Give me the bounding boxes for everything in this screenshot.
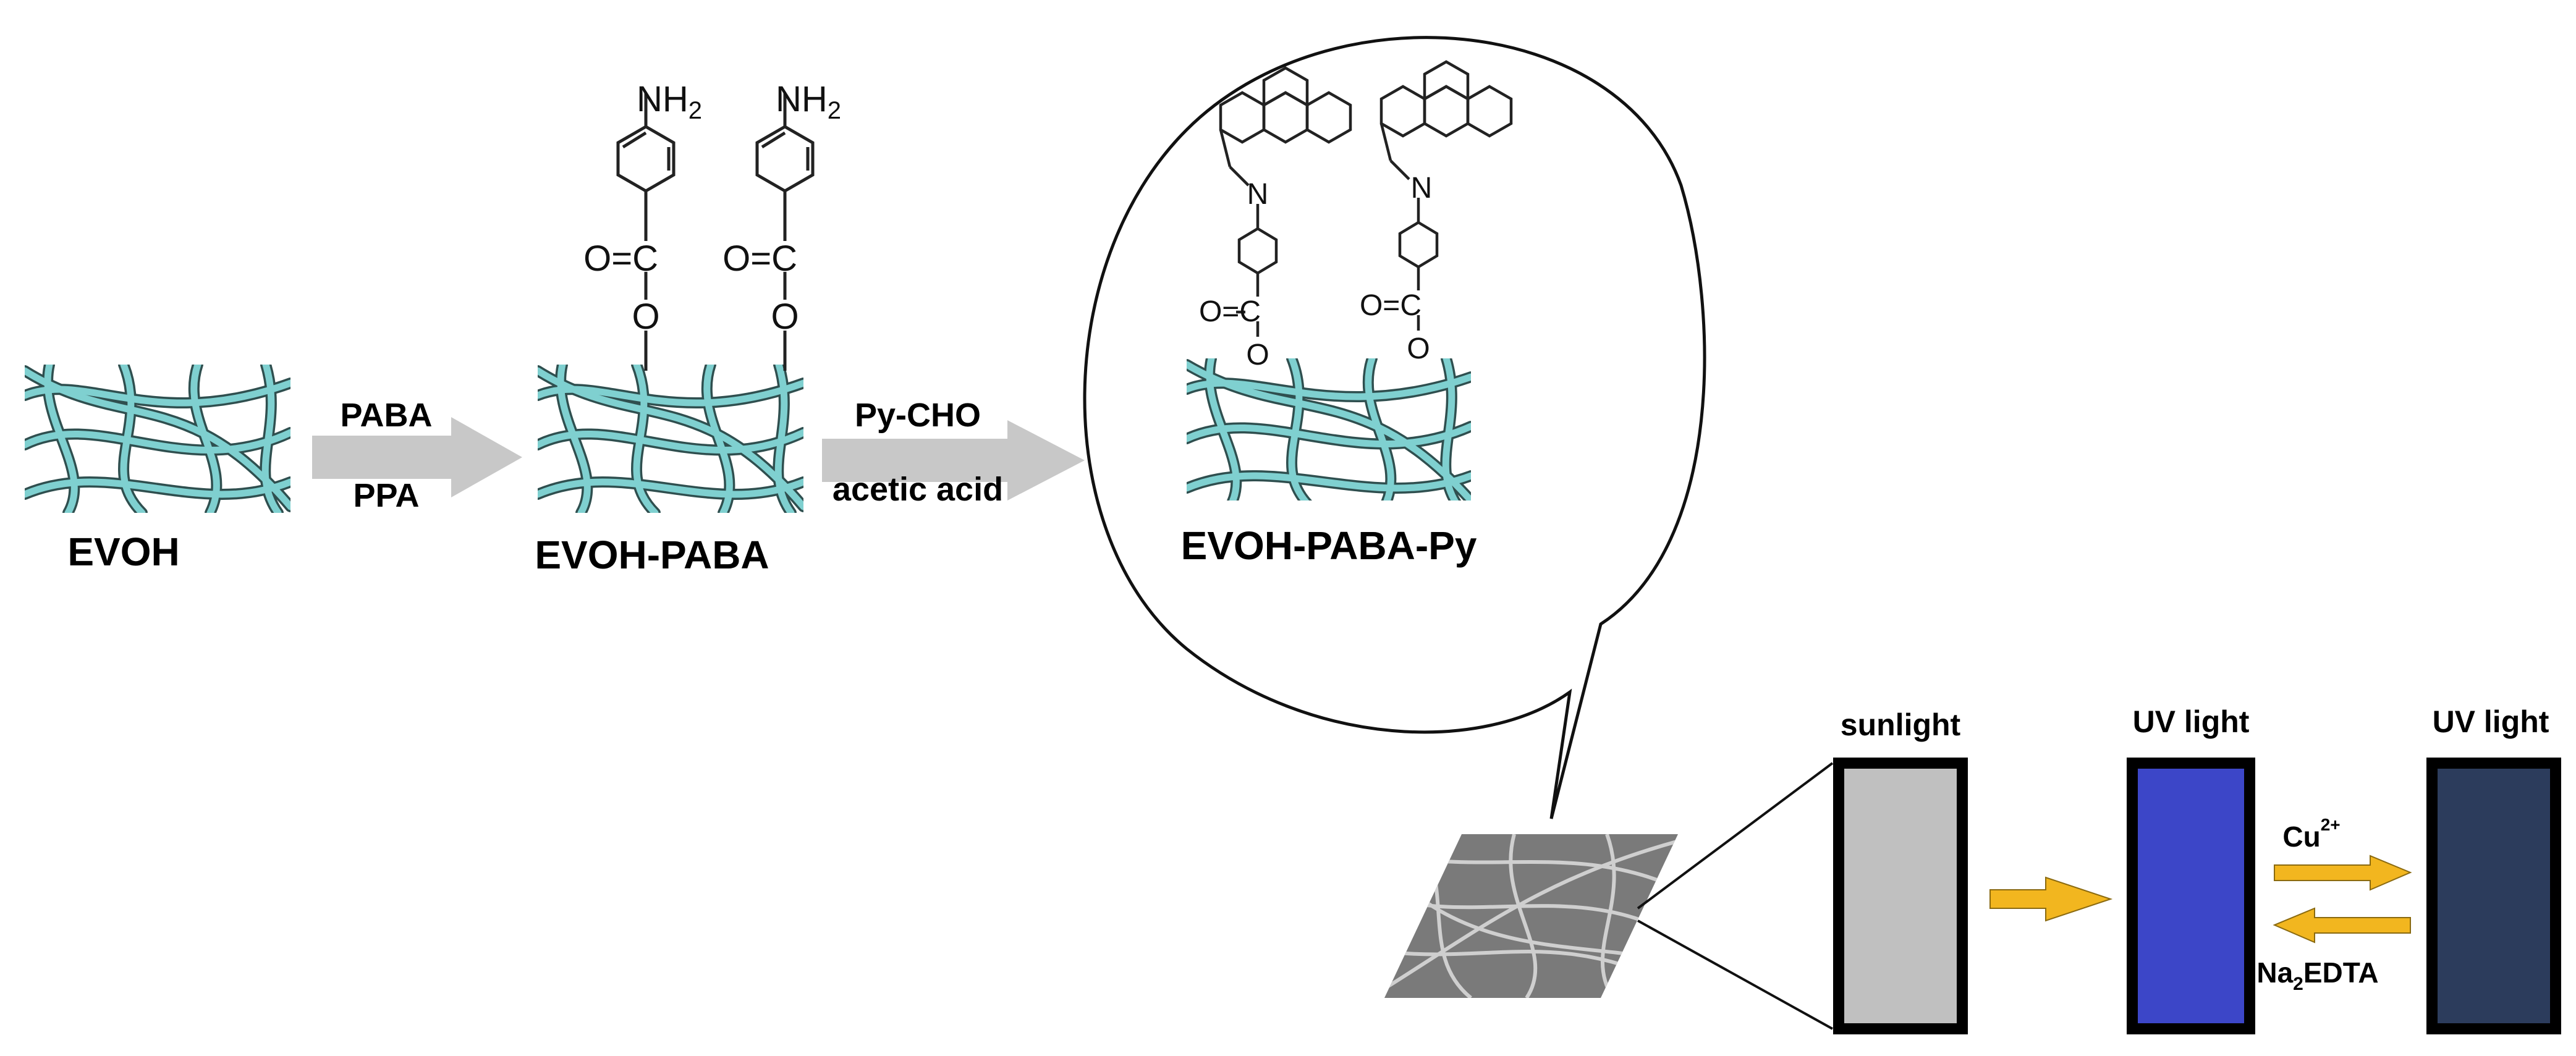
reagent-ppa: PPA: [353, 477, 419, 514]
gold-arrow-sunlight-to-uv: [1989, 876, 2113, 922]
carbonyl-3: O=C: [1199, 295, 1261, 328]
ester-oxygen-3: O: [1246, 339, 1269, 371]
reaction-arrow-1: [312, 417, 522, 497]
na2edta-label: Na2EDTA: [2256, 957, 2378, 994]
zoom-callout-bubble: [1083, 36, 1706, 819]
carbonyl-4: O=C: [1360, 289, 1421, 322]
ester-oxygen-2: O: [771, 297, 799, 337]
gold-arrow-edta-reverse: [2273, 907, 2411, 944]
cu-ion-label: Cu2+: [2282, 815, 2340, 853]
sunlight-label: sunlight: [1841, 708, 1961, 742]
reagent-paba: PABA: [340, 397, 432, 434]
pyrene-molecule-1: [1219, 66, 1352, 337]
carbonyl-2: O=C: [722, 239, 797, 279]
evoh-paba-py-fiber-mesh: [1187, 358, 1471, 501]
amine-1: NH2: [637, 79, 702, 124]
evoh-paba-label: EVOH-PABA: [535, 533, 769, 577]
uv-light-label-2: UV light: [2433, 704, 2549, 739]
membrane-sunlight-panel: [1833, 758, 1968, 1034]
reaction-arrow-2: [822, 420, 1085, 501]
uv-light-label-1: UV light: [2133, 704, 2250, 739]
imine-n-2: N: [1411, 172, 1433, 205]
evoh-paba-fiber-mesh: [538, 365, 803, 513]
zoom-line-top: [1637, 762, 1834, 910]
pyrene-molecule-2: [1379, 60, 1513, 331]
amine-2: NH2: [776, 79, 841, 124]
reagent-acetic-acid: acetic acid: [833, 471, 1003, 508]
paba-molecule-2: [755, 93, 815, 371]
imine-n-1: N: [1247, 178, 1269, 211]
nanofiber-membrane-image: [1384, 834, 1678, 998]
ester-oxygen-4: O: [1407, 332, 1430, 365]
membrane-cu-quenched-panel: [2426, 758, 2561, 1034]
ester-oxygen-1: O: [632, 297, 659, 337]
gold-arrow-cu-forward: [2274, 855, 2412, 891]
paba-molecule-1: [616, 93, 676, 371]
membrane-uv-panel: [2127, 758, 2255, 1034]
carbonyl-1: O=C: [583, 239, 658, 279]
evoh-label: EVOH: [67, 530, 179, 574]
evoh-paba-py-label: EVOH-PABA-Py: [1181, 523, 1477, 568]
reagent-py-cho: Py-CHO: [855, 397, 981, 434]
zoom-line-bottom: [1637, 919, 1833, 1030]
evoh-fiber-mesh: [25, 365, 290, 513]
